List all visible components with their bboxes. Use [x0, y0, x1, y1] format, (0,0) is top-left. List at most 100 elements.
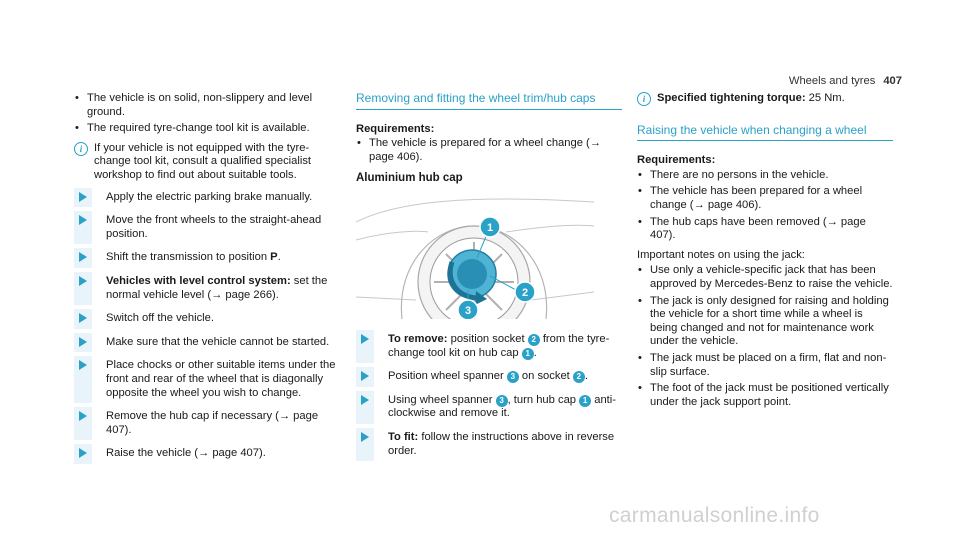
step-item: Vehicles with level control system: set …: [74, 271, 344, 306]
callout-number: 3: [495, 394, 508, 407]
step-text: anti-clockwise and remove it.: [388, 393, 616, 420]
callout-number: 1: [521, 347, 534, 360]
step-text: .: [584, 370, 589, 383]
step-arrow-icon: [361, 394, 369, 405]
notes-intro: Important notes on using the jack:: [637, 248, 805, 261]
step-arrow-icon: [79, 411, 87, 422]
callout-badge-3: [457, 299, 479, 319]
step-arrow-icon: [79, 448, 87, 459]
step-item: Using wheel spanner 3, turn hub cap 1 an…: [356, 390, 622, 424]
info-note: i If your vehicle is not equipped with t…: [74, 141, 344, 183]
step-arrow-icon: [79, 215, 87, 226]
step-arrow-icon: [79, 252, 87, 263]
step-item: Raise the vehicle (→ page 407).: [74, 444, 344, 464]
list-item: The required tyre-change tool kit is ava…: [74, 122, 344, 136]
step-text: Make sure that the vehicle cannot be sta…: [106, 335, 330, 348]
step-bar: [74, 211, 92, 245]
callout-number: 1: [579, 394, 592, 407]
car-body-line: [530, 291, 594, 301]
step-bar: [356, 329, 374, 364]
car-body-line: [356, 230, 429, 241]
list-item: There are no persons in the vehicle.: [637, 169, 893, 183]
park-position-symbol: P: [270, 251, 278, 264]
callout-label: 1: [487, 222, 493, 234]
callout-label: 3: [465, 305, 471, 317]
requirements-title: Requirements:: [637, 154, 716, 167]
page-number: 407: [883, 75, 902, 87]
note-text: If your vehicle is not equipped with the…: [94, 141, 312, 181]
step-item: Place chocks or other suitable items und…: [74, 356, 344, 404]
watermark: carmanualsonline.info: [609, 504, 820, 527]
list-item: The vehicle is on solid, non-slippery an…: [74, 92, 344, 119]
torque-note: i Specified tightening torque: 25 Nm.: [637, 92, 893, 106]
step-item: Apply the electric parking brake manuall…: [74, 187, 344, 208]
column-left: The vehicle is on solid, non-slippery an…: [74, 92, 344, 471]
list-item: The hub caps have been removed (→ page 4…: [637, 216, 893, 243]
callout-line: [476, 233, 488, 259]
callout-number: 2: [527, 333, 540, 346]
info-icon: i: [637, 92, 651, 106]
car-body-line: [356, 296, 417, 301]
step-text: Apply the electric parking brake manuall…: [106, 190, 313, 203]
step-text: .: [533, 346, 537, 359]
car-body-line: [505, 224, 594, 233]
step-item: Move the front wheels to the straight-ah…: [74, 211, 344, 245]
step-text: follow the instructions above in reverse…: [388, 430, 615, 457]
callout-number: 3: [506, 371, 519, 384]
callout-badge-2: [514, 281, 536, 303]
step-item: To remove: position socket 2 from the ty…: [356, 329, 622, 364]
step-text: on socket: [518, 370, 573, 383]
step-item: To fit: follow the instructions above in…: [356, 427, 622, 462]
requirements-title: Requirements:: [356, 122, 435, 135]
step-arrow-icon: [79, 360, 87, 371]
step-text: Place chocks or other suitable items und…: [106, 359, 336, 399]
callout-number: 2: [572, 371, 585, 384]
page-header: Wheels and tyres 407: [789, 75, 902, 89]
step-arrow-icon: [79, 336, 87, 347]
step-bold: Vehicles with level control system:: [106, 274, 291, 287]
list-item: The vehicle is prepared for a wheel chan…: [356, 137, 622, 164]
step-text: Shift the transmission to position: [106, 251, 268, 264]
header-title: Wheels and tyres: [788, 75, 876, 87]
list-item: The foot of the jack must be positioned …: [637, 382, 893, 409]
step-text: Raise the vehicle (→ page 407).: [106, 447, 266, 460]
section-title: Removing and fitting the wheel trim/hub …: [356, 91, 622, 110]
step-item: Remove the hub cap if necessary (→ page …: [74, 407, 344, 441]
step-text: position socket: [447, 332, 528, 345]
step-text: Move the front wheels to the straight-ah…: [106, 214, 322, 240]
callout-label: 2: [522, 287, 528, 299]
step-bold: To remove:: [388, 332, 448, 345]
column-right: i Specified tightening torque: 25 Nm. Ra…: [637, 92, 893, 412]
step-text: set the normal vehicle level (→ page 266…: [106, 274, 328, 301]
step-item: Position wheel spanner 3 on socket 2.: [356, 367, 622, 387]
step-arrow-icon: [361, 371, 369, 382]
step-bar: [74, 407, 92, 441]
step-bar: [356, 427, 374, 462]
step-text: from the tyre-change tool kit on hub cap: [388, 332, 610, 359]
rotation-arrow: [447, 261, 477, 301]
step-bold: To fit:: [388, 430, 419, 443]
step-arrow-icon: [361, 431, 369, 442]
list-item: The vehicle has been prepared for a whee…: [637, 185, 893, 212]
subsection-title: Aluminium hub cap: [356, 172, 463, 185]
list-item: Use only a vehicle-specific jack that ha…: [637, 264, 893, 291]
list-item: The jack must be placed on a firm, flat …: [637, 352, 893, 379]
step-text: Remove the hub cap if necessary (→ page …: [106, 410, 319, 436]
step-bar: [74, 356, 92, 404]
step-text: Position wheel spanner: [388, 370, 507, 383]
step-text: , turn hub cap: [507, 393, 580, 406]
callout-badge-1: [479, 216, 501, 238]
step-arrow-icon: [79, 313, 87, 324]
step-item: Make sure that the vehicle cannot be sta…: [74, 332, 344, 353]
list-item: The jack is only designed for raising an…: [637, 295, 893, 349]
step-item: Switch off the vehicle.: [74, 309, 344, 329]
step-bar: [74, 271, 92, 306]
callout-line: [489, 275, 517, 291]
step-arrow-icon: [361, 333, 369, 344]
section-title: Raising the vehicle when changing a whee…: [637, 123, 893, 142]
torque-value: 25 Nm.: [805, 92, 845, 104]
car-body-line: [356, 198, 594, 223]
step-item: Shift the transmission to position P.: [74, 248, 344, 268]
step-text: Switch off the vehicle.: [106, 312, 214, 325]
step-arrow-icon: [79, 275, 87, 286]
